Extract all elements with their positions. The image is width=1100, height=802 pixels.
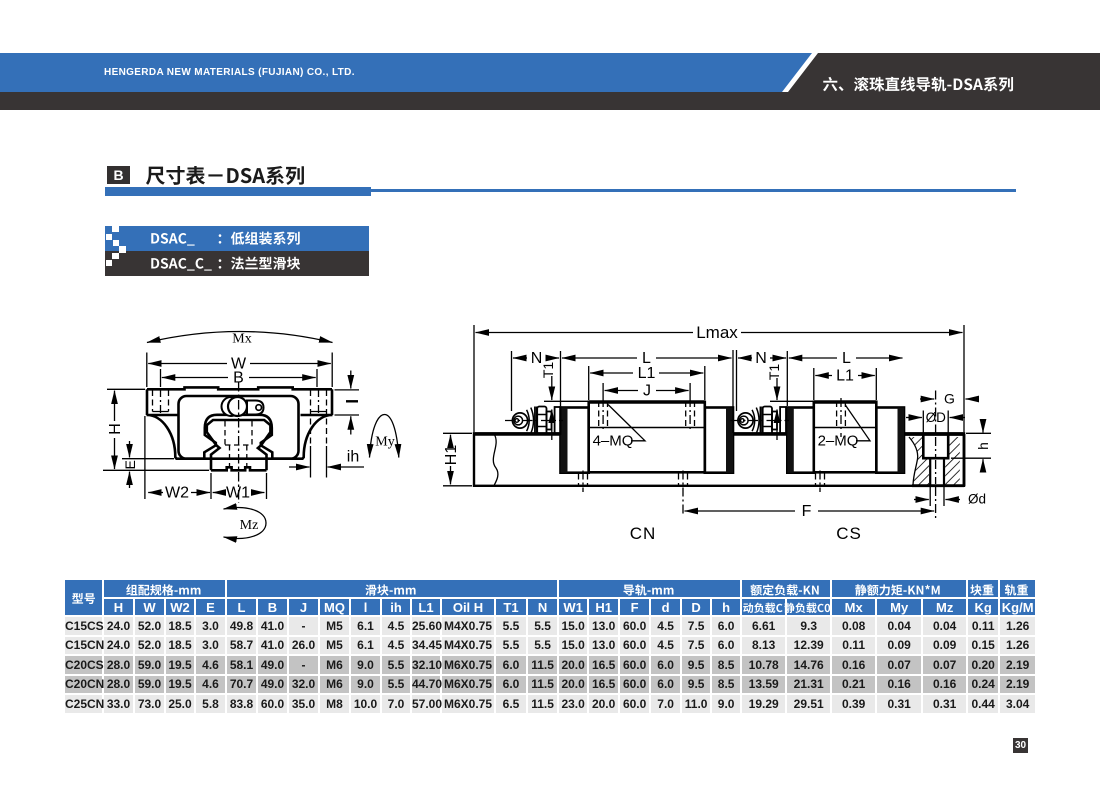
- svg-text:E: E: [122, 460, 138, 469]
- svg-text:L: L: [842, 350, 851, 367]
- svg-text:Mz: Mz: [240, 518, 259, 533]
- svg-text:L1: L1: [638, 365, 656, 382]
- svg-text:N: N: [755, 350, 767, 367]
- svg-text:2–MQ: 2–MQ: [818, 433, 859, 450]
- svg-text:L: L: [642, 350, 651, 367]
- svg-text:W1: W1: [226, 485, 250, 502]
- svg-text:ih: ih: [347, 449, 359, 466]
- svg-text:B: B: [233, 370, 244, 387]
- svg-text:ØD: ØD: [926, 410, 947, 425]
- svg-text:F: F: [802, 503, 812, 520]
- svg-text:Mx: Mx: [232, 332, 251, 347]
- svg-text:W: W: [231, 356, 247, 373]
- svg-text:4–MQ: 4–MQ: [593, 433, 634, 450]
- svg-text:H1: H1: [443, 445, 460, 466]
- svg-text:N: N: [531, 350, 543, 367]
- svg-text:Lmax: Lmax: [696, 323, 738, 342]
- svg-text:My: My: [375, 435, 394, 450]
- svg-text:J: J: [643, 383, 651, 400]
- svg-text:Ød: Ød: [968, 492, 986, 507]
- svg-text:h: h: [976, 442, 991, 450]
- svg-text:T1: T1: [540, 362, 556, 379]
- svg-text:T1: T1: [766, 364, 782, 381]
- svg-text:L1: L1: [836, 368, 854, 385]
- svg-text:G: G: [944, 391, 955, 407]
- svg-text:CS: CS: [836, 524, 862, 543]
- svg-text:CN: CN: [630, 524, 657, 543]
- svg-text:W2: W2: [165, 485, 189, 502]
- svg-text:H: H: [107, 423, 124, 435]
